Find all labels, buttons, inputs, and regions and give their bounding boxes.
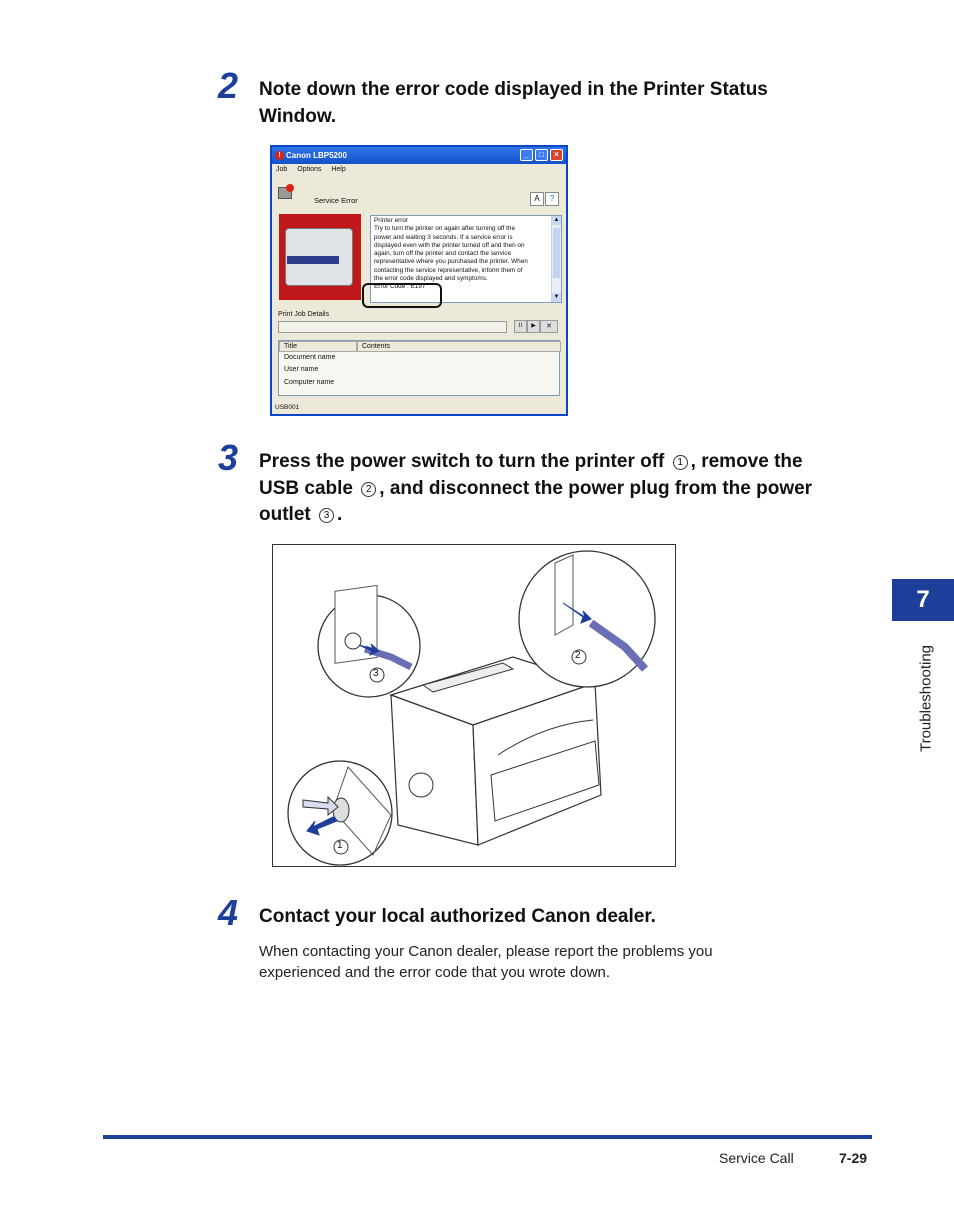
footer-rule (103, 1135, 872, 1139)
message-line: contacting the service representative, i… (374, 266, 523, 274)
chapter-tab: 7 (892, 579, 954, 621)
resume-icon[interactable]: ▶ (527, 320, 540, 333)
illus-callout-1: 1 (337, 840, 343, 851)
step-3-line-3-b: . (337, 504, 343, 525)
message-line: displayed even with the printer turned o… (374, 241, 525, 249)
release-arrow-icon (306, 816, 338, 836)
press-arrow-icon (302, 795, 339, 817)
step-3-line-2: USB cable 2, and disconnect the power pl… (259, 476, 879, 503)
table-row: Computer name (284, 379, 335, 386)
step-3-line-2-a: USB cable (259, 477, 353, 499)
footer-section: Service Call (719, 1150, 794, 1166)
power-switch-panel (332, 766, 392, 856)
scroll-thumb[interactable] (553, 228, 560, 278)
table-header-title: Title (279, 341, 357, 352)
power-switch (332, 797, 350, 823)
minimize-icon[interactable]: _ (520, 149, 533, 161)
usb-arrow-icon (562, 602, 592, 624)
window-statusbar: USB001 (275, 404, 300, 411)
output-tray (421, 662, 515, 693)
message-line: the error code displayed and symptoms. (374, 275, 488, 283)
outlet-socket (344, 632, 362, 650)
callout-3: 3 (319, 508, 334, 523)
menu-options[interactable]: Options (297, 166, 322, 173)
error-icon: ! (275, 151, 284, 160)
printer-back-panel (554, 554, 574, 636)
help-icon[interactable]: ? (545, 192, 559, 206)
step-2-text: Note down the error code displayed in th… (259, 77, 859, 130)
message-line: again, turn off the printer and contact … (374, 250, 512, 258)
step-4-body: When contacting your Canon dealer, pleas… (259, 941, 859, 983)
printer-error-badge (286, 184, 294, 192)
step-4-body-line-2: experienced and the error code that you … (259, 964, 611, 981)
vent-grille (408, 772, 434, 798)
error-code-line: Error Code : E197 (374, 283, 426, 291)
step-3-line-1: Press the power switch to turn the print… (259, 449, 879, 476)
step-2-line-1: Note down the error code displayed in th… (259, 79, 768, 100)
illus-callout-2: 2 (575, 650, 581, 661)
message-line: Printer error (374, 217, 409, 224)
step-3-line-3-a: outlet (259, 504, 311, 525)
table-row: User name (284, 366, 319, 373)
illus-callout-3: 3 (373, 668, 379, 679)
menu-help[interactable]: Help (331, 166, 346, 173)
printer-image (279, 214, 361, 300)
cancel-job-icon[interactable]: ✕ (540, 320, 558, 333)
footer-page-number: 7-29 (839, 1150, 868, 1166)
status-text: Service Error (314, 196, 358, 205)
callout-2: 2 (361, 481, 377, 497)
message-line: Try to turn the printer on again after t… (374, 225, 516, 233)
chapter-label-text: Troubleshooting (917, 645, 935, 753)
message-text: Printer error Try to turn the printer on… (371, 216, 551, 293)
callout-2-marker (571, 649, 587, 665)
scroll-down-icon[interactable]: ▼ (552, 293, 561, 302)
step-4-text: Contact your local authorized Canon deal… (259, 906, 656, 927)
menu-bar: Job Options Help (272, 164, 566, 176)
print-job-details-label: Print Job Details (278, 311, 329, 318)
step-number-3: 3 (218, 437, 239, 478)
step-3-line-3: outlet 3. (259, 502, 879, 529)
plug-arrow-icon (358, 643, 380, 657)
error-code-highlight (362, 283, 442, 308)
disconnect-illustration: 1 2 3 (272, 544, 676, 867)
chapter-label: Troubleshooting (916, 630, 936, 770)
printer-illustration (287, 550, 656, 866)
job-progress-bar (278, 321, 507, 333)
job-details-table: Title Contents Document name User name C… (278, 340, 561, 396)
menu-job[interactable]: Job (276, 166, 288, 173)
error-message-panel: Printer error Try to turn the printer on… (370, 215, 562, 303)
step-3-line-2-b: , and disconnect the power plug from the… (379, 477, 813, 499)
front-curve (497, 719, 594, 756)
scroll-up-icon[interactable]: ▲ (552, 216, 561, 225)
message-line: representative where you purchased the p… (374, 258, 528, 266)
callout-1: 1 (672, 455, 688, 470)
table-row: Document name (284, 354, 336, 361)
close-icon[interactable]: × (550, 149, 563, 161)
usb-cable (588, 619, 648, 672)
callout-3-marker (369, 667, 385, 683)
step-3-line-1-b: , remove the (690, 451, 803, 472)
printer-image-stripe (287, 256, 339, 264)
step-4-body-line-1: When contacting your Canon dealer, pleas… (259, 943, 713, 960)
pause-icon[interactable]: II (514, 320, 527, 333)
table-header-contents: Contents (357, 341, 561, 352)
step-number-2: 2 (218, 65, 239, 106)
step-3-text: Press the power switch to turn the print… (259, 449, 879, 529)
printer-status-window: ! Canon LBP5200 _ □ × Job Options Help S… (270, 145, 568, 416)
callout-1-marker (333, 839, 349, 855)
step-3-line-1-a: Press the power switch to turn the print… (259, 451, 665, 472)
message-scrollbar[interactable]: ▲ ▼ (551, 216, 561, 302)
paper-cassette (490, 740, 600, 822)
window-title: Canon LBP5200 (286, 151, 347, 160)
step-2-line-2: Window. (259, 105, 337, 127)
step-number-4: 4 (218, 892, 239, 933)
font-icon[interactable]: A (530, 192, 544, 206)
maximize-icon[interactable]: □ (535, 149, 548, 161)
message-line: power and waiting 3 seconds. If a servic… (374, 233, 513, 241)
window-titlebar: ! Canon LBP5200 _ □ × (272, 147, 566, 164)
